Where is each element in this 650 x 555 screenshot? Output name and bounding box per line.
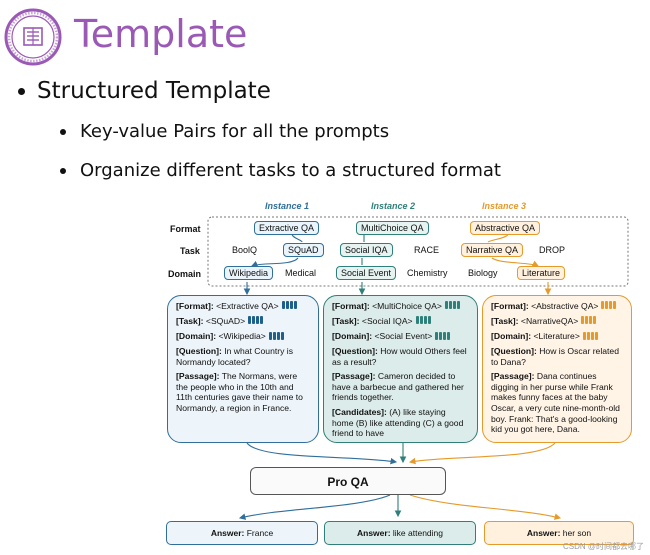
format-abstractive-qa: Abstractive QA [470, 221, 541, 235]
panel-1-domain: [Domain]: <Wikipedia> [176, 331, 310, 342]
panel-1-format: [Format]: <Extractive QA> [176, 301, 310, 312]
arrow-model-answer1 [238, 494, 391, 520]
bar-meter-icon [581, 316, 597, 327]
bullet-text: Structured Template [37, 78, 271, 104]
bullet-text: Key-value Pairs for all the prompts [80, 121, 390, 142]
format-extractive-qa: Extractive QA [254, 221, 320, 235]
answer-2-box: Answer: like attending [324, 521, 476, 545]
domain-wikipedia: Wikipedia [224, 266, 274, 280]
panel-2-passage: [Passage]: Cameron decided to have a bar… [332, 371, 464, 403]
panel-2-question: [Question]: How would Others feel as a r… [332, 346, 467, 367]
panel-1-question: [Question]: In what Country is Normandy … [176, 346, 293, 367]
link-task-domain-1 [250, 257, 299, 268]
bar-meter-icon [248, 316, 264, 327]
panel-3-task: [Task]: <NarrativeQA> [491, 316, 623, 327]
task-narrative-qa: Narrative QA [461, 243, 524, 257]
answer-3-box: Answer: her son [484, 521, 634, 545]
link-format-task-3 [487, 233, 509, 243]
panel-2-format: [Format]: <MultiChoice QA> [332, 301, 469, 312]
panel-3-question: [Question]: How is Oscar related to Dana… [491, 346, 619, 367]
bar-meter-icon [435, 331, 451, 343]
link-task-domain-3 [491, 257, 539, 267]
panel-2-candidates: [Candidates]: (A) like staying home (B) … [332, 407, 464, 439]
panel-2-task: [Task]: <Social IQA> [332, 316, 469, 327]
domain-biology: Biology [468, 268, 498, 278]
university-seal-logo [4, 8, 62, 66]
panel-3-domain: [Domain]: <Literature> [491, 331, 623, 342]
domain-medical: Medical [285, 268, 317, 278]
pro-qa-model-box: Pro QA [250, 467, 446, 495]
format-multichoice-qa: MultiChoice QA [356, 221, 429, 235]
domain-chemistry: Chemistry [407, 268, 448, 278]
arrow-panel3-model [408, 442, 556, 465]
task-drop: DROP [539, 245, 566, 255]
sub-bullet-organize: Organize different tasks to a structured… [60, 160, 501, 181]
arrow-model-answer3 [409, 494, 562, 520]
task-boolq: BoolQ [232, 245, 258, 255]
bar-meter-icon [281, 301, 298, 312]
watermark: CSDN @时间都去哪了 [562, 542, 644, 551]
panel-1-passage: [Passage]: The Normans, were the people … [176, 371, 303, 414]
row-label-task: Task [180, 246, 200, 256]
bullet-dot [60, 129, 66, 135]
bar-meter-icon [444, 301, 461, 312]
template-grid-box [207, 216, 629, 287]
bullet-text: Organize different tasks to a structured… [80, 160, 501, 181]
link-format-task-1 [291, 233, 303, 243]
bar-meter-icon [415, 316, 432, 327]
row-label-domain: Domain [168, 269, 202, 279]
instance-3-panel: [Format]: <Abstractive QA> [Task]: <Narr… [482, 295, 632, 443]
sub-bullet-key-value: Key-value Pairs for all the prompts [60, 121, 389, 142]
instance-3-label: Instance 3 [482, 201, 527, 211]
panel-2-domain: [Domain]: <Social Event> [332, 331, 469, 342]
arrow-panel1-model [246, 442, 398, 465]
answer-1-box: Answer: France [166, 521, 318, 545]
bar-meter-icon [268, 331, 285, 343]
task-squad: SQuAD [283, 243, 324, 257]
slide-title: Template [74, 12, 248, 56]
bar-meter-icon [582, 331, 599, 343]
bullet-dot [60, 168, 66, 174]
instance-1-panel: [Format]: <Extractive QA> [Task]: <SQuAD… [167, 295, 319, 443]
panel-1-task: [Task]: <SQuAD> [176, 316, 310, 327]
panel-3-format: [Format]: <Abstractive QA> [491, 301, 623, 312]
instance-2-panel: [Format]: <MultiChoice QA> [Task]: <Soci… [323, 295, 478, 443]
figure-connectors [207, 216, 629, 520]
row-label-format: Format [170, 224, 201, 234]
instance-1-label: Instance 1 [265, 201, 310, 211]
bullet-structured-template: Structured Template [18, 78, 271, 104]
instance-2-label: Instance 2 [371, 201, 416, 211]
task-race: RACE [414, 245, 440, 255]
panel-3-passage: [Passage]: Dana continues digging in her… [491, 371, 620, 435]
domain-social-event: Social Event [336, 266, 397, 280]
bullet-dot [18, 88, 25, 95]
structured-template-figure: Instance 1 Instance 2 Instance 3 Format … [0, 190, 650, 555]
bar-meter-icon [601, 301, 617, 312]
task-social-iqa: Social IQA [340, 243, 393, 257]
domain-literature: Literature [517, 266, 566, 280]
